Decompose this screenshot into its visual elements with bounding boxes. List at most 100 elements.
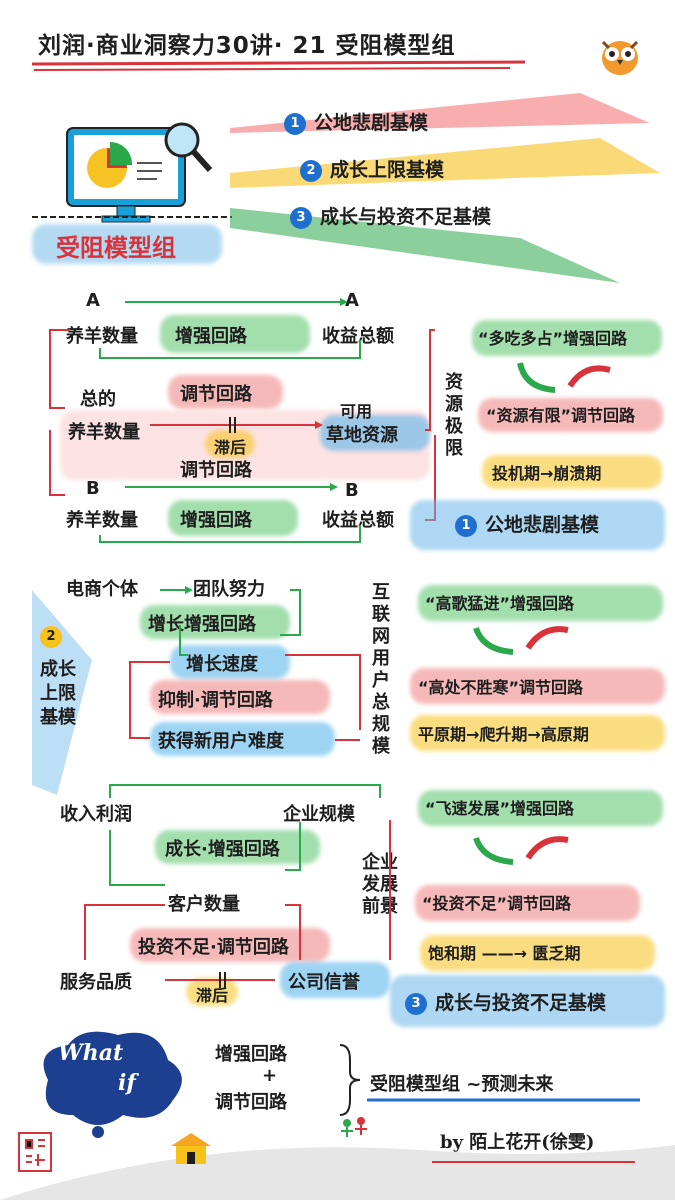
s1-side2: “资源有限”调节回路: [486, 406, 636, 425]
s2-internet: 互联网用户总规模: [372, 582, 390, 757]
s1-bloop-hl: [168, 500, 298, 536]
s1-regulate: 调节回路: [180, 384, 252, 405]
s1-total-sheep: 养羊数量: [68, 422, 140, 443]
s1-available: 可用: [340, 402, 373, 421]
footer-regulate: 调节回路: [215, 1092, 287, 1113]
s1-a-revenue: 收益总额: [322, 326, 394, 347]
s1-a-label-left: A: [86, 290, 100, 311]
s1-a-sheep: 养羊数量: [66, 326, 138, 347]
s3-rep-hl: [280, 962, 390, 998]
s1-loop-arrows: [49, 298, 436, 543]
s2-loop-hl: [140, 605, 290, 639]
conclusion-underline: [367, 1098, 640, 1102]
s1-regulate2: 调节回路: [180, 460, 252, 481]
s1-loop-hl: [160, 315, 310, 353]
s2-side3-hl: [410, 715, 665, 751]
what-text: What: [58, 1040, 124, 1066]
title-underline: [31, 60, 526, 71]
s1-side1-hl: [472, 320, 662, 356]
s2-tag: 成长上限基模: [40, 659, 76, 728]
s3-loop-arrows: [84, 784, 391, 988]
seal-stamp: [18, 1132, 52, 1172]
what-if-cloud-icon: [43, 1031, 182, 1138]
s1-reg-hl: [168, 375, 283, 409]
s1-grass-hl: [320, 415, 430, 451]
s2-suppress-hl: [150, 680, 330, 714]
s1-b-sheep: 养羊数量: [66, 510, 138, 531]
header-badge: 受阻模型组: [56, 234, 176, 262]
s3-delay: 滞后: [196, 986, 229, 1005]
s2-ecom: 电商个体: [66, 579, 138, 600]
s2-growth-speed: 增长速度: [186, 654, 258, 675]
s2-side1: “高歌猛进”增强回路: [425, 594, 575, 613]
s2-difficulty: 获得新用户难度: [158, 731, 284, 752]
footer-hill: [0, 1145, 675, 1200]
author-underline: [432, 1161, 635, 1163]
s1-tag-hl: [410, 500, 665, 550]
s3-invest-hl: [130, 928, 330, 962]
s2-speed-hl: [170, 645, 290, 679]
s3-opposing-arrows: [473, 836, 569, 865]
s3-side1: “飞速发展”增强回路: [425, 799, 575, 818]
s3-customers: 客户数量: [168, 894, 240, 915]
s2-difficulty-hl: [150, 722, 335, 756]
s1-b-label-left: B: [86, 478, 100, 499]
s1-opposing-arrows: [517, 362, 611, 393]
owl-mascot-icon: [601, 40, 639, 75]
s1-b-revenue: 收益总额: [322, 510, 394, 531]
s2-side2-hl: [410, 668, 665, 704]
brace: [339, 1044, 361, 1116]
s2-team: 团队努力: [193, 579, 265, 600]
s2-side3: 平原期→爬升期→高原期: [418, 725, 589, 744]
s2-suppress: 抑制·调节回路: [158, 690, 273, 711]
s3-side2-hl: [415, 885, 640, 921]
s1-delay: 滞后: [214, 438, 247, 457]
s1-delay-hl: [205, 430, 255, 458]
s3-delay-hl: [186, 978, 238, 1006]
s1-b-label-right: B: [345, 480, 359, 501]
s3-side2: “投资不足”调节回路: [422, 894, 572, 913]
s2-growth-loop: 增长增强回路: [148, 614, 256, 635]
s2-side2: “高处不胜寒”调节回路: [418, 678, 584, 697]
s1-a-label-right: A: [345, 290, 359, 311]
s1-side3: 投机期→崩溃期: [492, 464, 602, 483]
s3-scale: 企业规模: [283, 804, 355, 825]
s1-total-top: 总的: [80, 389, 116, 410]
house-icon: [171, 1133, 211, 1164]
author: by 陌上花开(徐雯): [440, 1132, 595, 1153]
if-text: if: [118, 1070, 136, 1096]
s3-service: 服务品质: [60, 972, 132, 993]
s1-side2-hl: [478, 398, 663, 432]
footer-plus: +: [262, 1065, 278, 1086]
s3-growth-loop: 成长·增强回路: [165, 839, 280, 860]
s3-tag-hl: [390, 975, 665, 1027]
page-title: 刘润·商业洞察力30讲· 21 受阻模型组: [38, 33, 456, 59]
s3-side3: 饱和期 ——→ 匮乏期: [428, 944, 581, 963]
header-rays: [230, 93, 660, 283]
footer-enhance: 增强回路: [215, 1044, 287, 1065]
s1-b-loop: 增强回路: [180, 510, 252, 531]
s1-a-loop: 增强回路: [175, 326, 247, 347]
s3-side1-hl: [418, 790, 663, 826]
s1-side3-hl: [482, 455, 662, 489]
s3-side3-hl: [420, 935, 655, 971]
s2-tag-num: 2: [40, 625, 70, 648]
s1-side1: “多吃多占”增强回路: [478, 329, 628, 348]
badge-dash: [32, 216, 232, 218]
s2-side1-hl: [418, 585, 663, 621]
people-icon: [341, 1117, 367, 1137]
s3-reputation: 公司信誉: [288, 972, 360, 993]
s1-resource-limit: 资源极限: [445, 372, 463, 459]
s1-grass: 草地资源: [326, 425, 398, 446]
s2-loop-arrows: [129, 586, 361, 741]
s2-opposing-arrows: [473, 626, 569, 655]
computer-analytics-icon: [66, 122, 212, 223]
footer-conclusion: 受阻模型组 ~预测未来: [370, 1074, 554, 1095]
s3-invest-loop: 投资不足·调节回路: [138, 937, 289, 958]
s3-loop-hl: [155, 830, 320, 864]
